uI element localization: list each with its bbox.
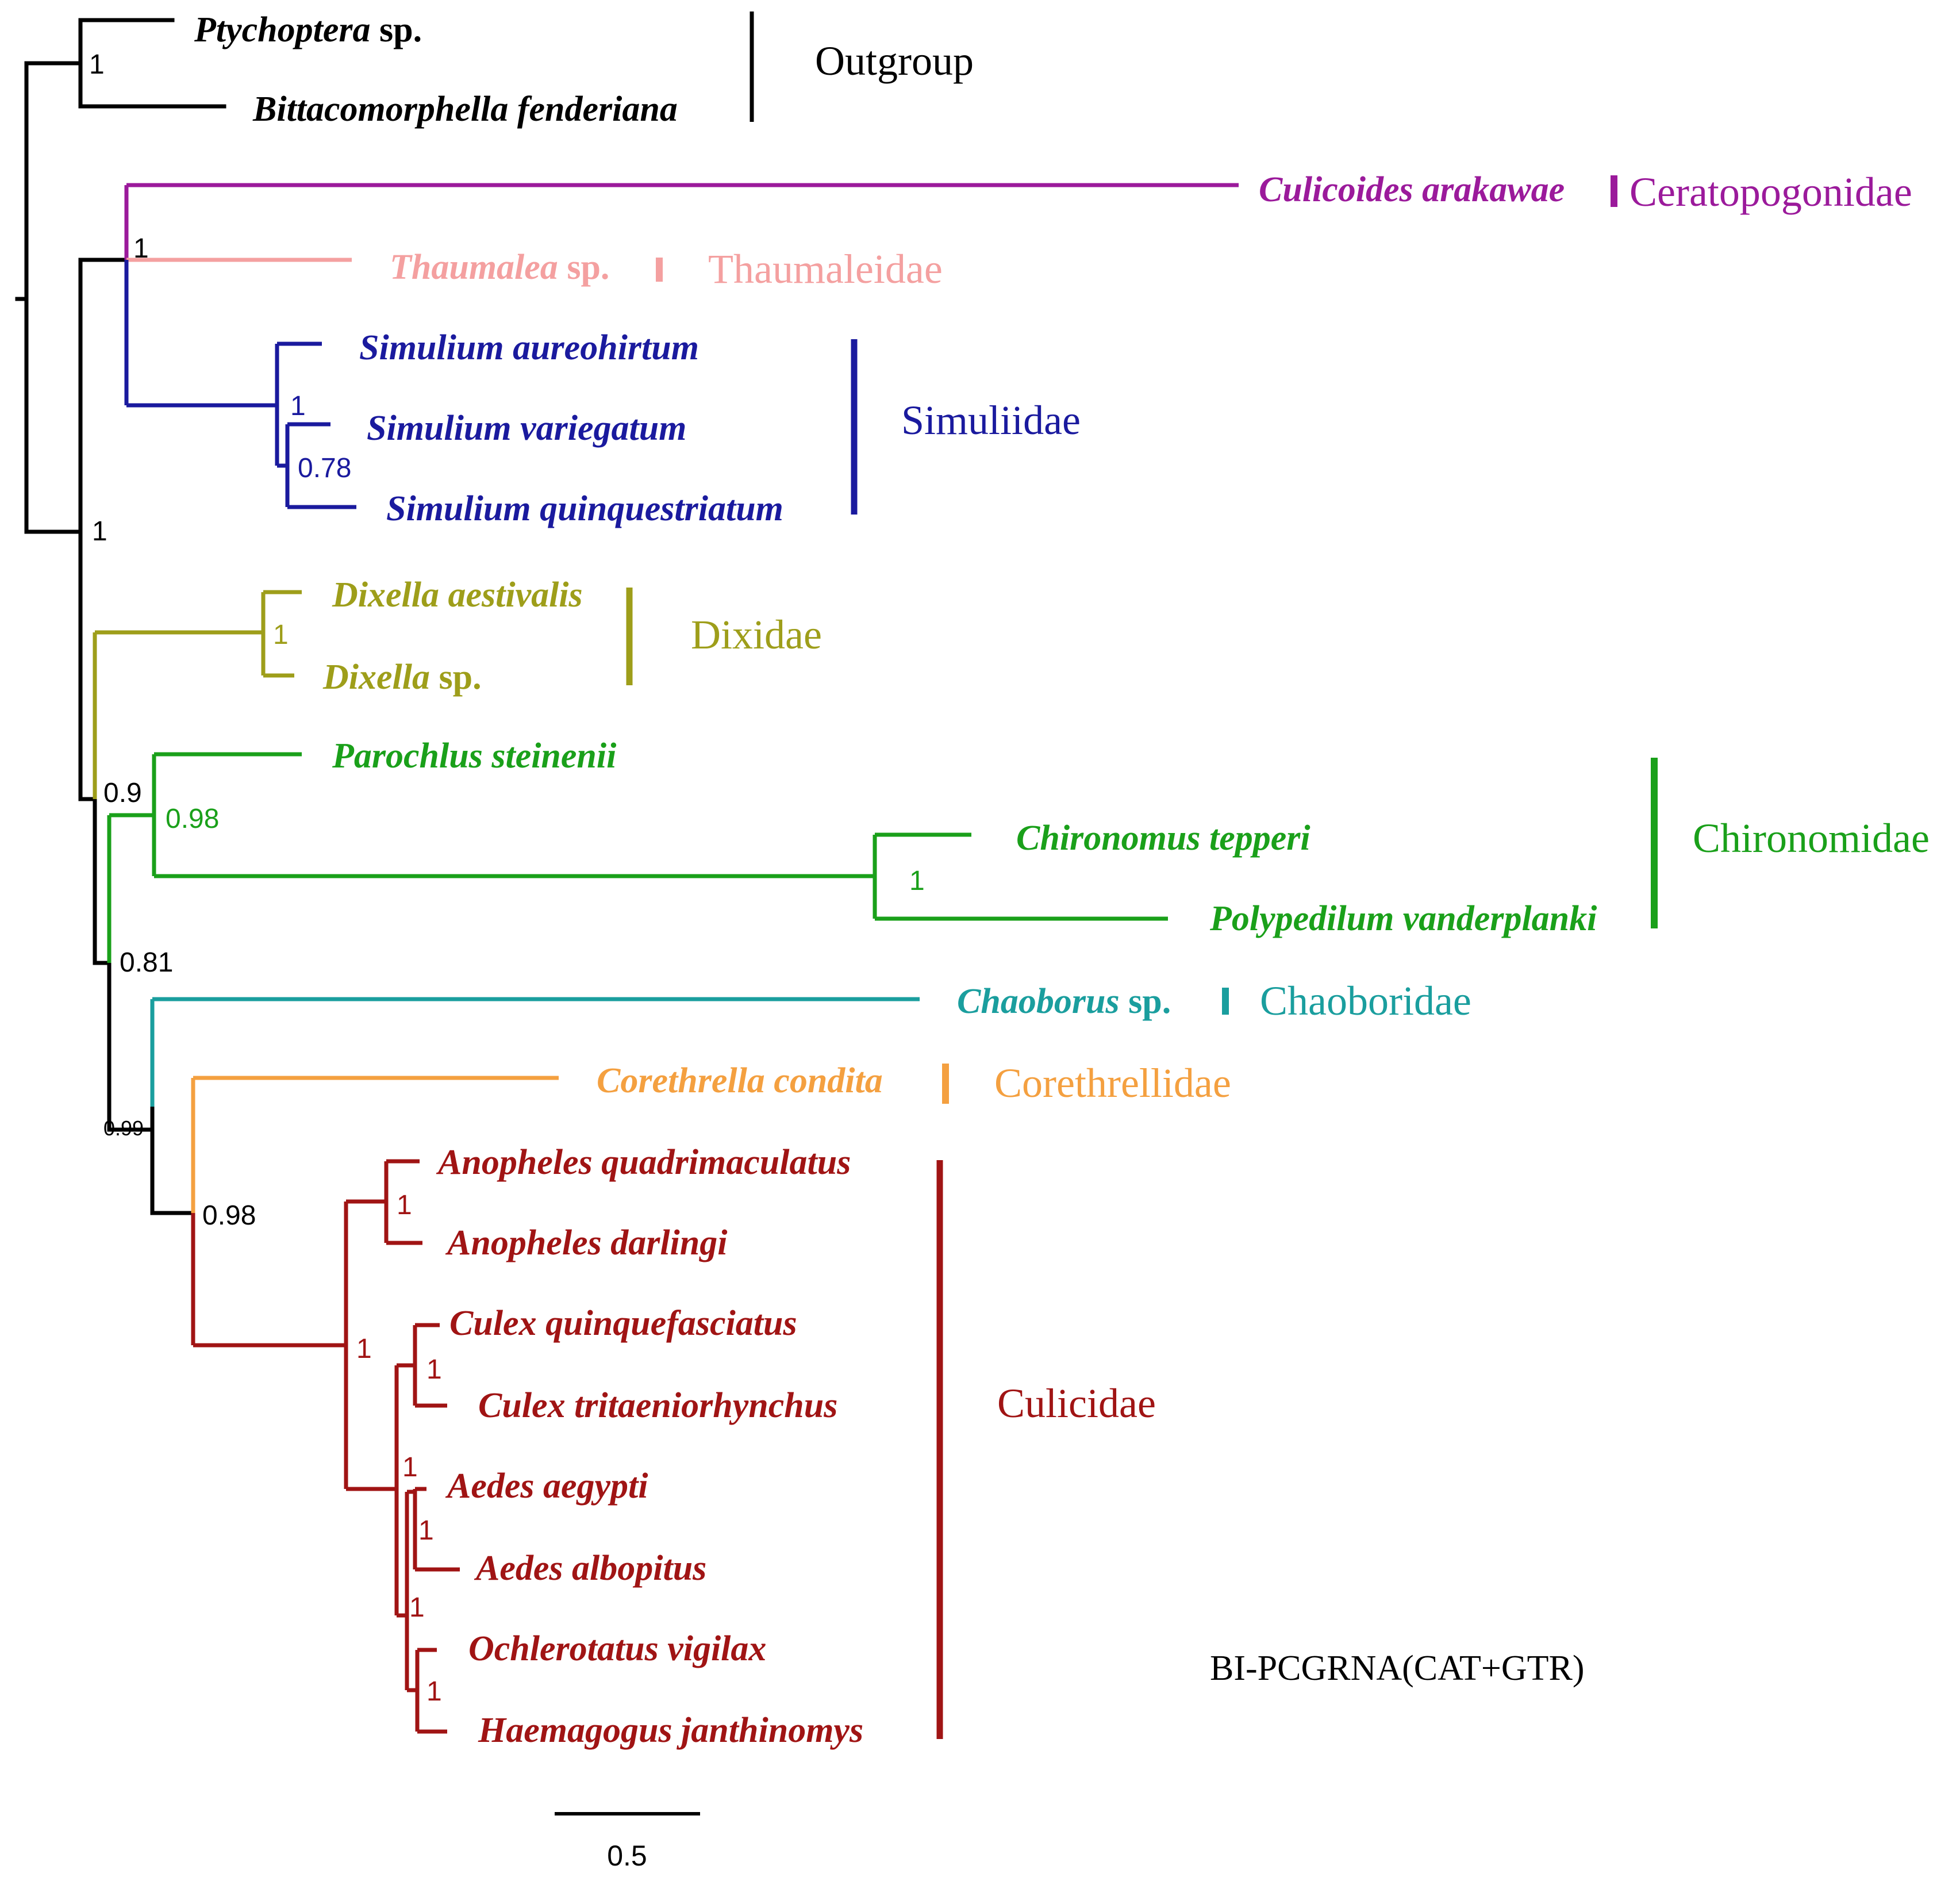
family-chironomidae: Chironomidae [1693,815,1930,861]
support-aedes: 1 [418,1515,434,1546]
taxon-simulium-aureohirtum: Simulium aureohirtum [359,328,699,367]
dixidae-branches [93,590,302,799]
support-aedini-inner: 1 [409,1592,425,1623]
family-chaoboridae: Chaoboridae [1260,978,1471,1024]
culicidae-branches [191,1159,460,1734]
ceratopogonidae-branches [124,183,1239,260]
support-node-099: 0.99 [103,1116,144,1140]
support-outgroup: 1 [89,49,105,80]
family-culicidae: Culicidae [997,1380,1156,1426]
taxon-simulium-quinquestriatum: Simulium quinquestriatum [386,489,783,528]
taxon-dixella-sp: Dixella sp. [322,658,482,697]
taxon-aedes-albopitus: Aedes albopitus [474,1549,706,1588]
taxon-chironomus: Chironomus tepperi [1016,819,1310,858]
support-och-haem: 1 [426,1676,442,1707]
support-chironomidae: 0.98 [166,804,219,834]
taxon-polypedilum: Polypedilum vanderplanki [1209,899,1597,938]
taxon-culex-quinquefasciatus: Culex quinquefasciatus [449,1304,797,1343]
taxon-ptychoptera: Ptychoptera sp. [194,10,422,49]
family-corethrellidae: Corethrellidae [994,1060,1231,1106]
family-thaumaleidae: Thaumaleidae [708,246,943,292]
taxon-ochlerotatus-vigilax: Ochlerotatus vigilax [468,1629,766,1668]
method-label: BI-PCGRNA(CAT+GTR) [1210,1649,1585,1688]
taxon-anopheles-quadrimaculatus: Anopheles quadrimaculatus [436,1143,851,1182]
taxon-corethrella: Corethrella condita [597,1061,883,1100]
outgroup-branches [15,18,226,1215]
corethrellidae-branches [191,1076,559,1213]
taxon-culex-tritaeniorhynchus: Culex tritaeniorhynchus [478,1386,837,1425]
family-ceratopogonidae: Ceratopogonidae [1630,169,1912,215]
taxon-anopheles-darlingi: Anopheles darlingi [445,1223,728,1262]
support-node-098: 0.98 [202,1200,256,1231]
family-outgroup: Outgroup [815,38,974,84]
taxon-thaumalea: Thaumalea sp. [390,248,609,287]
family-dixidae: Dixidae [691,612,822,658]
taxon-culicoides: Culicoides arakawae [1259,170,1565,209]
support-culicoides-node: 1 [133,233,149,264]
scale-bar-label: 0.5 [607,1840,647,1872]
taxon-haemagogus: Haemagogus janthinomys [478,1711,863,1750]
support-aedini: 1 [402,1452,418,1483]
chaoboridae-branches [150,997,920,1107]
support-dix-chir: 0.9 [103,778,142,808]
taxon-bittacomorphella: Bittacomorphella fenderiana [252,90,678,129]
support-culex: 1 [426,1354,442,1385]
support-chir-inner: 1 [909,866,925,896]
taxon-simulium-variegatum: Simulium variegatum [367,409,686,448]
simuliidae-branches [124,260,356,509]
taxon-aedes-aegypti: Aedes aegypti [445,1467,648,1506]
support-sim-inner: 0.78 [298,453,351,483]
support-ingroup: 1 [92,516,107,547]
support-culicinae: 1 [356,1334,372,1364]
support-anopheles: 1 [397,1190,412,1220]
support-dixidae: 1 [273,620,289,650]
support-simuliid-node: 1 [290,391,306,421]
chironomidae-branches [107,752,1168,963]
support-node-081: 0.81 [120,947,173,978]
taxon-dixella-aestivalis: Dixella aestivalis [332,575,583,615]
taxon-chaoborus: Chaoborus sp. [957,982,1171,1021]
family-simuliidae: Simuliidae [901,397,1081,443]
taxon-parochlus: Parochlus steinenii [332,736,616,776]
